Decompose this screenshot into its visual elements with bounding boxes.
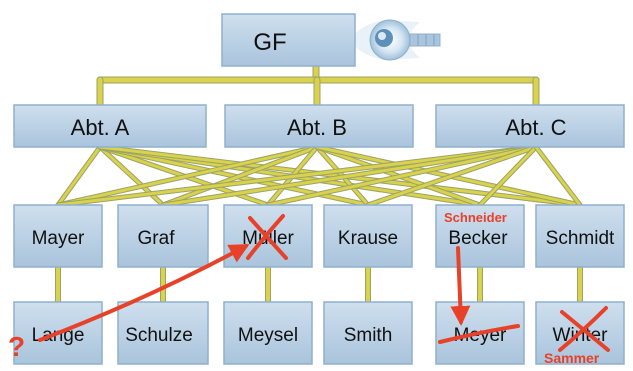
handwritten-note-sammer: Sammer [544,350,600,366]
staff-label: Schmidt [546,228,615,249]
staff-label: Schulze [125,325,193,346]
connector-line [56,145,538,207]
staff-label: Mayer [32,228,85,249]
staff-label: Becker [448,228,508,249]
staff-box-schulze: Schulze [117,301,209,365]
connector-line [366,145,538,207]
dept-label-c: Abt. C [505,115,566,140]
move-arrow-becker-to-meyer [450,246,471,326]
connector-line [266,145,538,207]
staff-box-mayer: Mayer [13,204,103,268]
staff-box-graf: Graf [117,204,209,268]
strike-line-meyer [438,324,520,344]
staff-label: Meysel [238,325,298,346]
staff-box-becker: Becker [435,204,525,268]
staff-box-schmidt: Schmidt [535,204,625,268]
lightbulb-icon [350,19,441,61]
gf-label: GF [253,29,286,56]
connector-line [534,145,582,207]
dept-label-a: Abt. A [71,115,130,140]
dept-label-b: Abt. B [287,115,347,140]
dept-box-c: Abt. C [435,104,625,148]
gf-box: GF [221,13,356,67]
connector-line [56,145,102,207]
staff-label: Smith [344,325,393,346]
corrections: ? Schneider Sammer [8,210,610,366]
staff-label: Graf [138,228,176,249]
dept-box-b: Abt. B [224,104,414,148]
staff-label: Lange [32,325,85,346]
staff-label: Krause [338,228,398,249]
connector-line [478,145,538,207]
cross-mark-winter [558,306,610,352]
move-arrow-lange-to-mueller [38,244,250,342]
question-mark-note: ? [8,331,25,362]
dept-box-a: Abt. A [13,104,207,148]
staff-box-smith: Smith [323,301,413,365]
cross-mark-mueller [246,214,288,260]
staff-box-meysel: Meysel [223,301,313,365]
handwritten-note-schneider: Schneider [444,210,507,225]
staff-box-krause: Krause [323,204,413,268]
connector-line [56,145,319,207]
connector-line [161,145,538,207]
connector-line [161,145,319,207]
connector-lines [55,62,583,305]
